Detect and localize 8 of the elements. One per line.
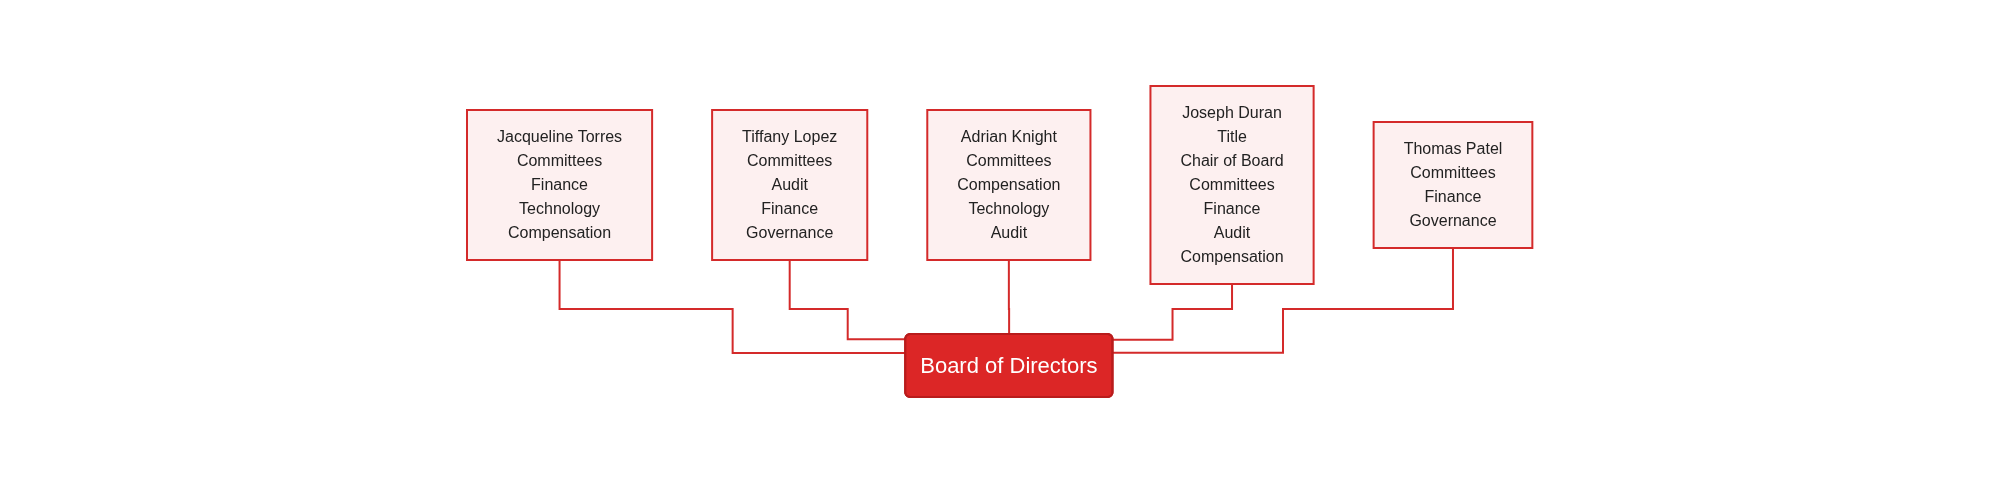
node-box: Adrian Knight Committees Compensation Technology Audit xyxy=(926,109,1092,261)
connector xyxy=(1008,259,1011,336)
connector xyxy=(1112,247,1455,354)
node-box: Jacqueline Torres Committees Finance Technology Compensation xyxy=(466,109,654,261)
node-box: Joseph Duran Title Chair of Board Committees Finance Audit Compensation xyxy=(1149,85,1315,285)
node-box: Thomas Patel Committees Finance Governance xyxy=(1372,121,1534,249)
connector xyxy=(1112,283,1234,341)
node-box: Tiffany Lopez Committees Audit Finance Governance xyxy=(711,109,869,261)
